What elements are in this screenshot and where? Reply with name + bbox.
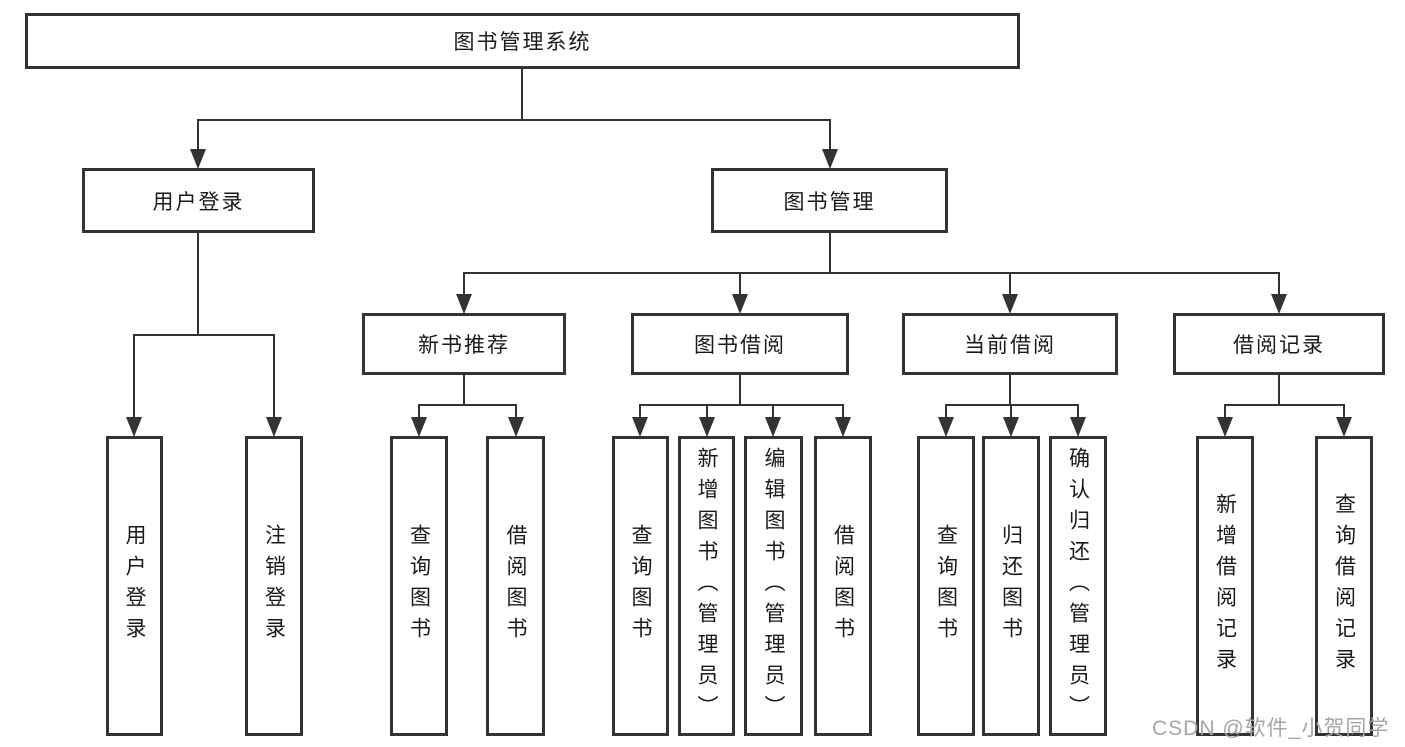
leaf-label: 查询图书 (407, 524, 431, 648)
leaf-borrow-books-recommend: 借阅图书 (486, 436, 545, 736)
leaf-label: 借阅图书 (831, 524, 855, 648)
leaf-query-books-borrow: 查询图书 (612, 436, 669, 736)
node-label: 图书管理 (783, 190, 876, 214)
node-label: 新书推荐 (418, 334, 510, 357)
node-label: 当前借阅 (964, 334, 1056, 357)
leaf-edit-books-admin: 编辑图书（管理员） (744, 436, 803, 736)
leaf-logout: 注销登录 (245, 436, 303, 736)
leaf-user-login: 用户登录 (106, 436, 163, 736)
arrowhead-icons (126, 149, 1352, 437)
leaf-label: 查询借阅记录 (1332, 493, 1356, 679)
leaf-add-books-admin: 新增图书（管理员） (678, 436, 735, 736)
node-user-login: 用户登录 (82, 168, 315, 233)
csdn-watermark: CSDN @软件_小贺同学 (1152, 717, 1390, 740)
leaf-label: 归还图书 (999, 524, 1023, 648)
node-root-system: 图书管理系统 (25, 13, 1020, 69)
leaf-return-books: 归还图书 (982, 436, 1040, 736)
leaf-label: 查询图书 (934, 524, 958, 648)
leaf-query-books-current: 查询图书 (917, 436, 975, 736)
leaf-add-borrow-record: 新增借阅记录 (1196, 436, 1254, 736)
node-label: 图书借阅 (694, 334, 786, 357)
leaf-label: 用户登录 (123, 524, 146, 648)
leaf-label: 借阅图书 (504, 524, 527, 648)
node-label: 图书管理系统 (453, 31, 592, 54)
leaf-label: 新增借阅记录 (1213, 493, 1237, 679)
leaf-query-books-recommend: 查询图书 (390, 436, 448, 736)
node-borrow-records: 借阅记录 (1173, 313, 1385, 375)
connector-stems (133, 69, 1345, 419)
node-label: 借阅记录 (1233, 334, 1325, 357)
leaf-label: 注销登录 (262, 524, 286, 648)
leaf-label: 确认归还（管理员） (1066, 446, 1090, 726)
node-current-borrow: 当前借阅 (902, 313, 1118, 375)
node-book-management: 图书管理 (711, 168, 948, 233)
leaf-label: 编辑图书（管理员） (762, 446, 785, 726)
node-label: 用户登录 (152, 190, 245, 214)
leaf-label: 新增图书（管理员） (695, 446, 718, 726)
leaf-confirm-return-admin: 确认归还（管理员） (1049, 436, 1107, 736)
leaf-query-borrow-record: 查询借阅记录 (1315, 436, 1373, 736)
leaf-borrow-books: 借阅图书 (814, 436, 872, 736)
node-book-borrow: 图书借阅 (631, 313, 849, 375)
leaf-label: 查询图书 (629, 524, 652, 648)
node-new-book-recommend: 新书推荐 (362, 313, 566, 375)
